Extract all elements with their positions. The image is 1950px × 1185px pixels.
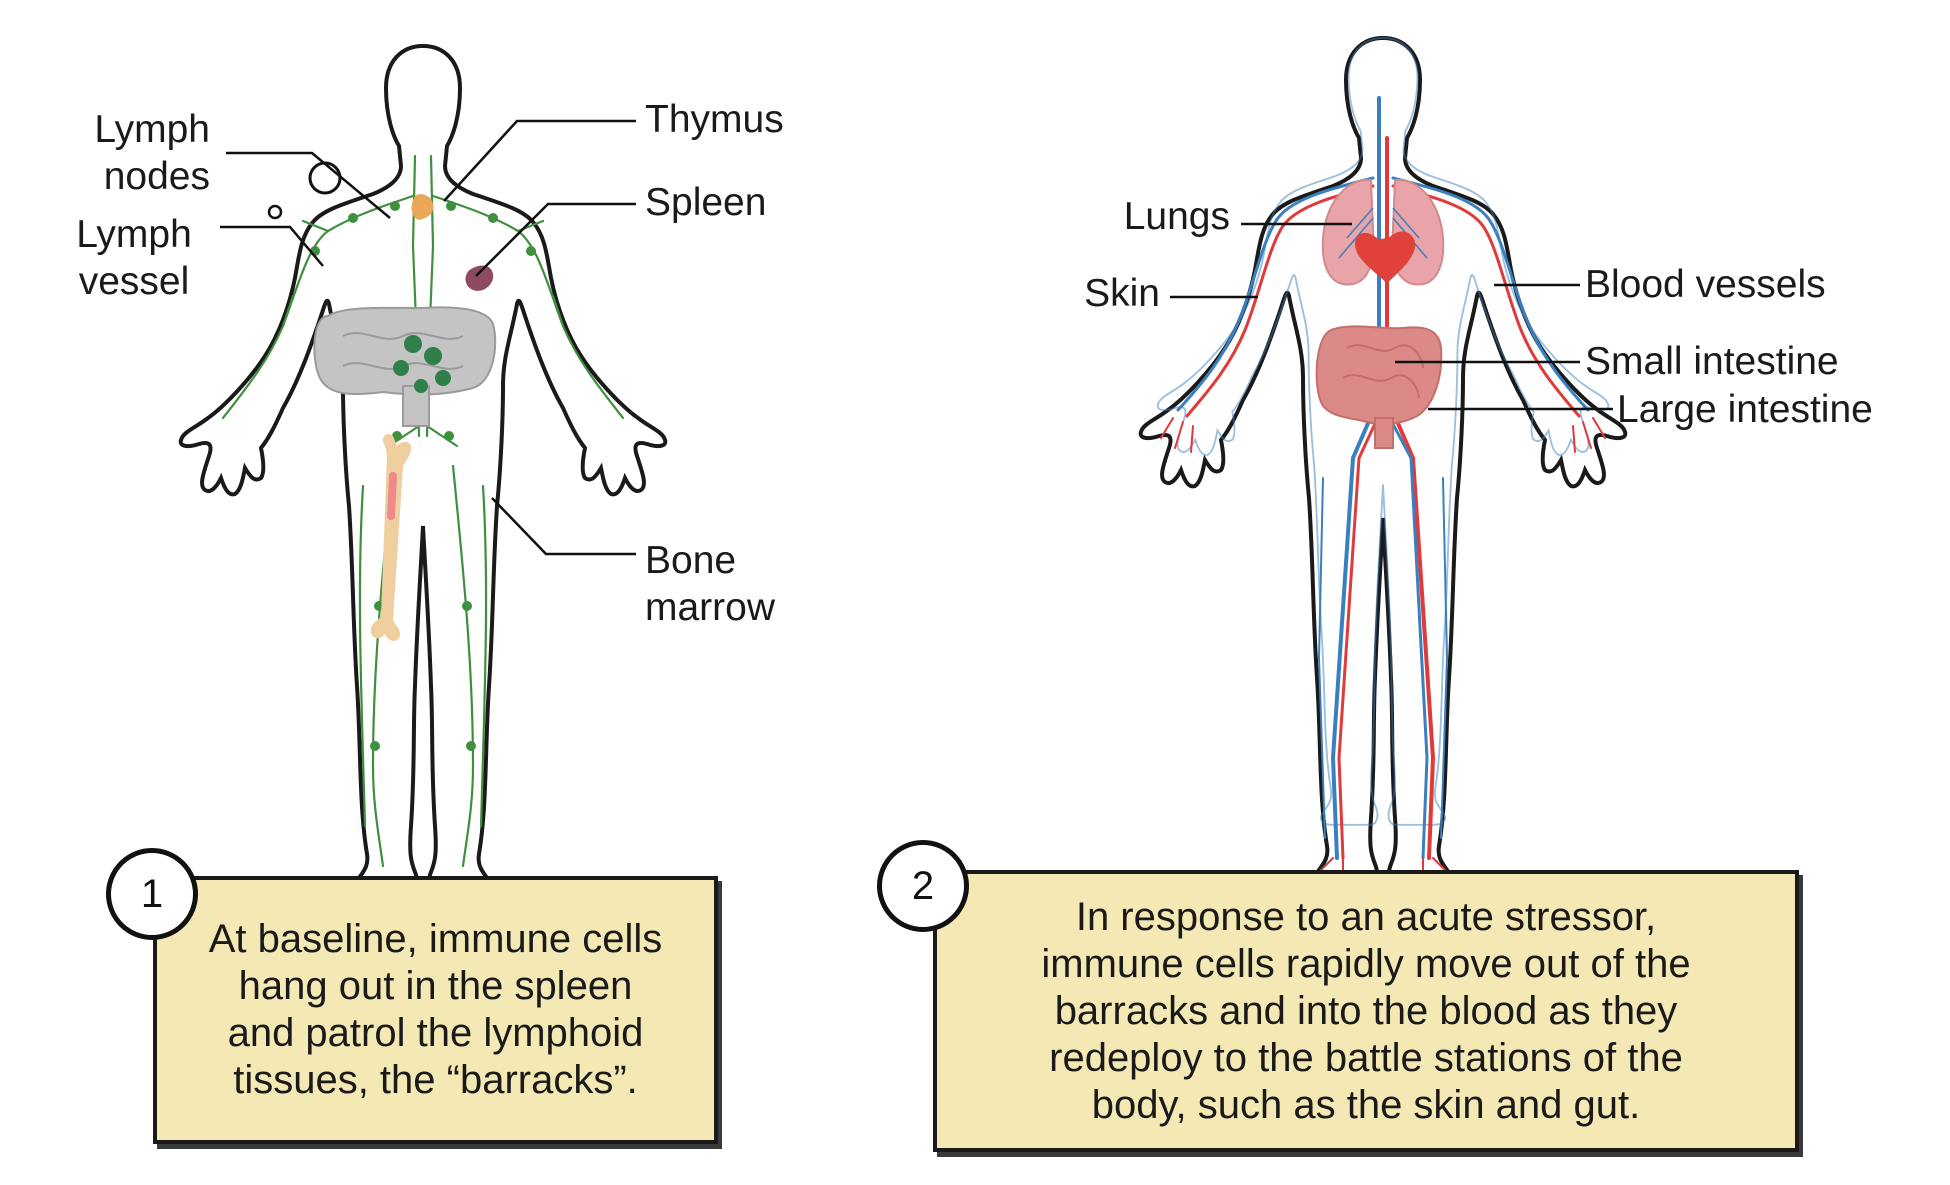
lymph-node-dots — [310, 201, 536, 751]
intestines-organ — [1315, 325, 1443, 449]
label-skin: Skin — [1084, 272, 1160, 315]
label-thymus: Thymus — [645, 98, 784, 141]
step-2-badge: 2 — [877, 840, 969, 932]
heart-organ — [1355, 231, 1416, 284]
intestine-gray — [313, 306, 497, 427]
thymus-organ — [411, 194, 434, 220]
femur-bone — [370, 433, 412, 641]
panel2-note-box: In response to an acute stressor, immune… — [933, 870, 1799, 1152]
label-large-intestine: Large intestine — [1617, 388, 1873, 431]
lymph-vessel-marker — [267, 204, 283, 220]
panel1-leader-lines — [220, 119, 636, 556]
lymphoid-body-figure — [178, 44, 668, 894]
spleen-organ — [465, 265, 494, 291]
label-bone-marrow: Bone marrow — [645, 539, 776, 629]
panel2-description: In response to an acute stressor, immune… — [1041, 894, 1691, 1127]
gut-lymph-nodes — [393, 335, 451, 393]
label-blood-vessels: Blood vessels — [1585, 263, 1826, 306]
lymph-node-highlight-circle — [308, 161, 342, 195]
panel1-note-box: At baseline, immune cells hang out in th… — [153, 876, 718, 1144]
label-lymph-nodes: Lymph nodes — [94, 108, 210, 198]
label-spleen: Spleen — [645, 181, 767, 224]
label-small-intestine: Small intestine — [1585, 340, 1839, 383]
circulatory-body-figure — [1138, 36, 1628, 886]
step-1-badge: 1 — [106, 848, 198, 940]
panel2-leader-lines — [1170, 222, 1613, 411]
label-lungs: Lungs — [1123, 195, 1230, 238]
label-lymph-vessel: Lymph vessel — [76, 213, 192, 303]
panel1-description: At baseline, immune cells hang out in th… — [208, 917, 663, 1102]
